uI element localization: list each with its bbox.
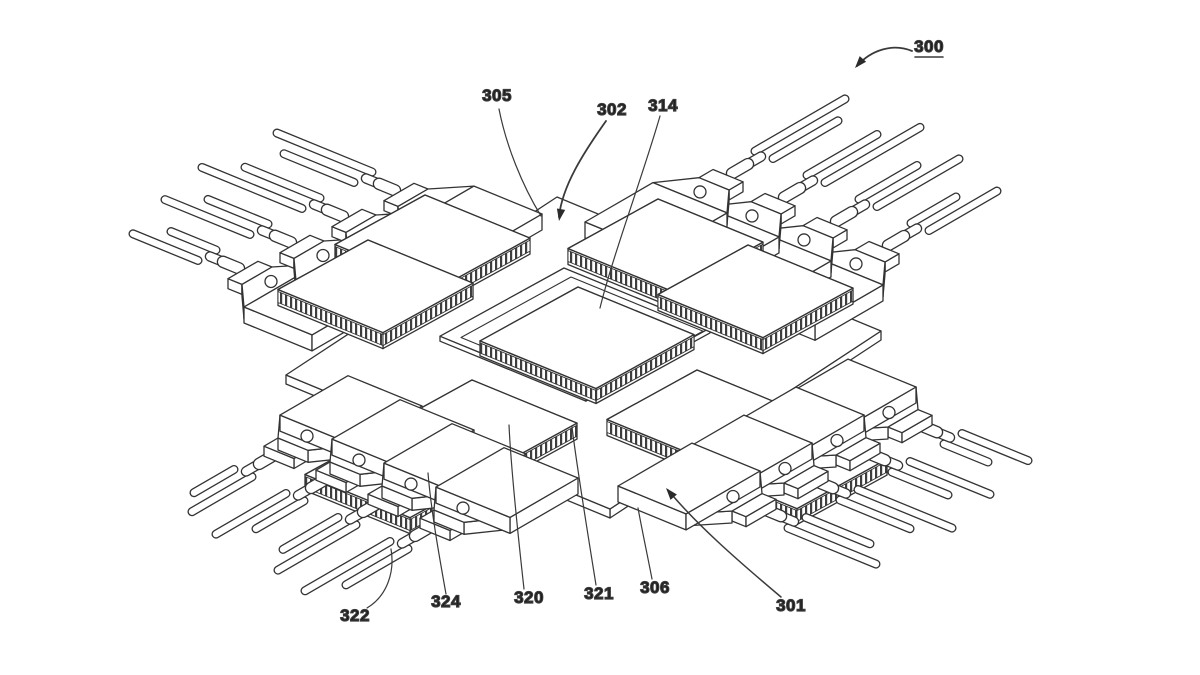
arrowhead-302 xyxy=(556,208,566,221)
leader-302 xyxy=(558,120,607,218)
annotations: 300 305 302 314 322 324 320 321 306 301 xyxy=(339,36,944,625)
leader-322 xyxy=(366,548,393,609)
ref-numeral-300: 300 xyxy=(914,37,944,56)
leader-320 xyxy=(508,424,525,590)
arrowhead-301 xyxy=(666,488,677,500)
ref-numeral-324: 324 xyxy=(431,592,461,611)
leader-306 xyxy=(637,507,653,580)
arrowhead-300 xyxy=(855,56,867,68)
leader-301 xyxy=(667,489,782,598)
ref-numeral-306: 306 xyxy=(640,578,670,597)
ref-numeral-320: 320 xyxy=(514,588,544,607)
ref-numeral-322: 322 xyxy=(340,606,370,625)
leader-314 xyxy=(599,115,661,309)
ref-numeral-302: 302 xyxy=(597,100,627,119)
leader-324 xyxy=(427,472,447,595)
ref-numeral-301: 301 xyxy=(776,596,806,615)
ref-numeral-305: 305 xyxy=(482,86,512,105)
leader-300 xyxy=(856,46,913,67)
assembly-artwork xyxy=(128,94,1033,596)
ref-numeral-321: 321 xyxy=(584,584,614,603)
ref-numeral-314: 314 xyxy=(648,96,678,115)
leader-321 xyxy=(571,426,597,586)
leader-305 xyxy=(498,108,542,217)
